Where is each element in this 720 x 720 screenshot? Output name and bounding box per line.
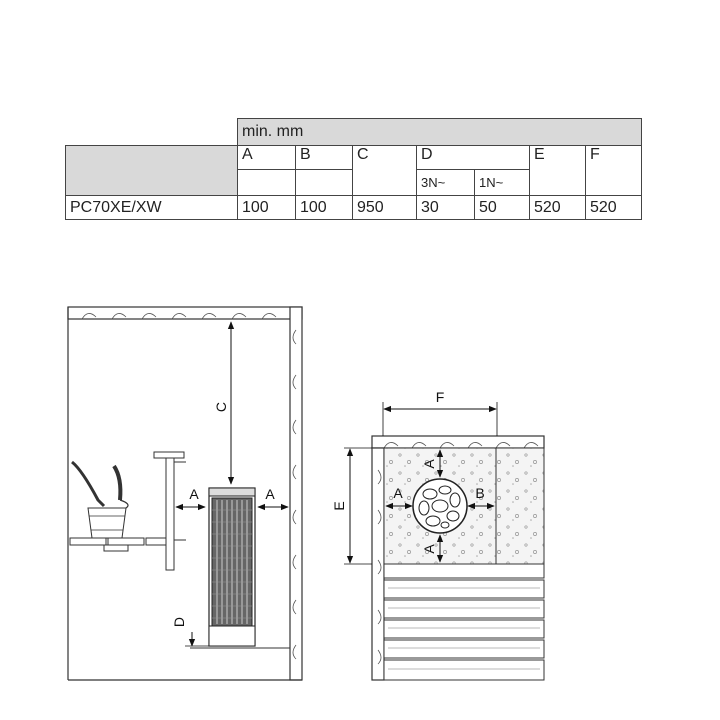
label-b: B xyxy=(475,485,484,501)
bench-slat xyxy=(69,537,107,546)
label-e: E xyxy=(331,501,347,510)
col-header-e: E xyxy=(529,145,586,196)
value-e: 520 xyxy=(529,195,586,220)
value-d-3n: 30 xyxy=(416,195,475,220)
table-row: PC70XE/XW 100 100 950 30 50 520 520 xyxy=(65,195,642,220)
label-top-a-bottom: A xyxy=(421,544,437,554)
label-c: C xyxy=(213,402,229,412)
label-top-a-left: A xyxy=(393,485,403,501)
bench-slat xyxy=(107,537,145,546)
dimension-table: min. mm A B C D E F 3N~ 1N~ PC70XE/XW 10… xyxy=(65,118,642,220)
label-top-a-top: A xyxy=(421,459,437,469)
heater-body xyxy=(208,487,256,647)
bench-slats-top xyxy=(383,563,545,681)
col-header-d: D xyxy=(416,145,530,170)
ceiling-boards xyxy=(67,306,303,320)
heater-top-stones xyxy=(412,478,468,534)
group-header-min-mm: min. mm xyxy=(237,118,642,146)
right-wall-boards xyxy=(289,306,303,681)
left-wall-boards xyxy=(371,447,385,681)
bench-slat xyxy=(145,537,169,546)
model-name: PC70XE/XW xyxy=(65,195,238,220)
heater-guard-rail xyxy=(153,451,186,571)
value-d-1n: 50 xyxy=(474,195,530,220)
label-a-left: A xyxy=(189,486,199,502)
value-c: 950 xyxy=(352,195,417,220)
label-a-right: A xyxy=(265,486,275,502)
col-header-a: A xyxy=(237,145,296,170)
sauna-bucket-icon xyxy=(71,460,129,539)
value-f: 520 xyxy=(585,195,642,220)
label-d: D xyxy=(171,617,187,627)
col-header-f: F xyxy=(585,145,642,196)
sauna-top-view: F E A B A A xyxy=(331,389,545,681)
sauna-side-view: C A A D xyxy=(67,306,303,681)
value-b: 100 xyxy=(295,195,353,220)
label-f: F xyxy=(436,389,445,405)
col-sub-d-3n: 3N~ xyxy=(416,169,475,196)
